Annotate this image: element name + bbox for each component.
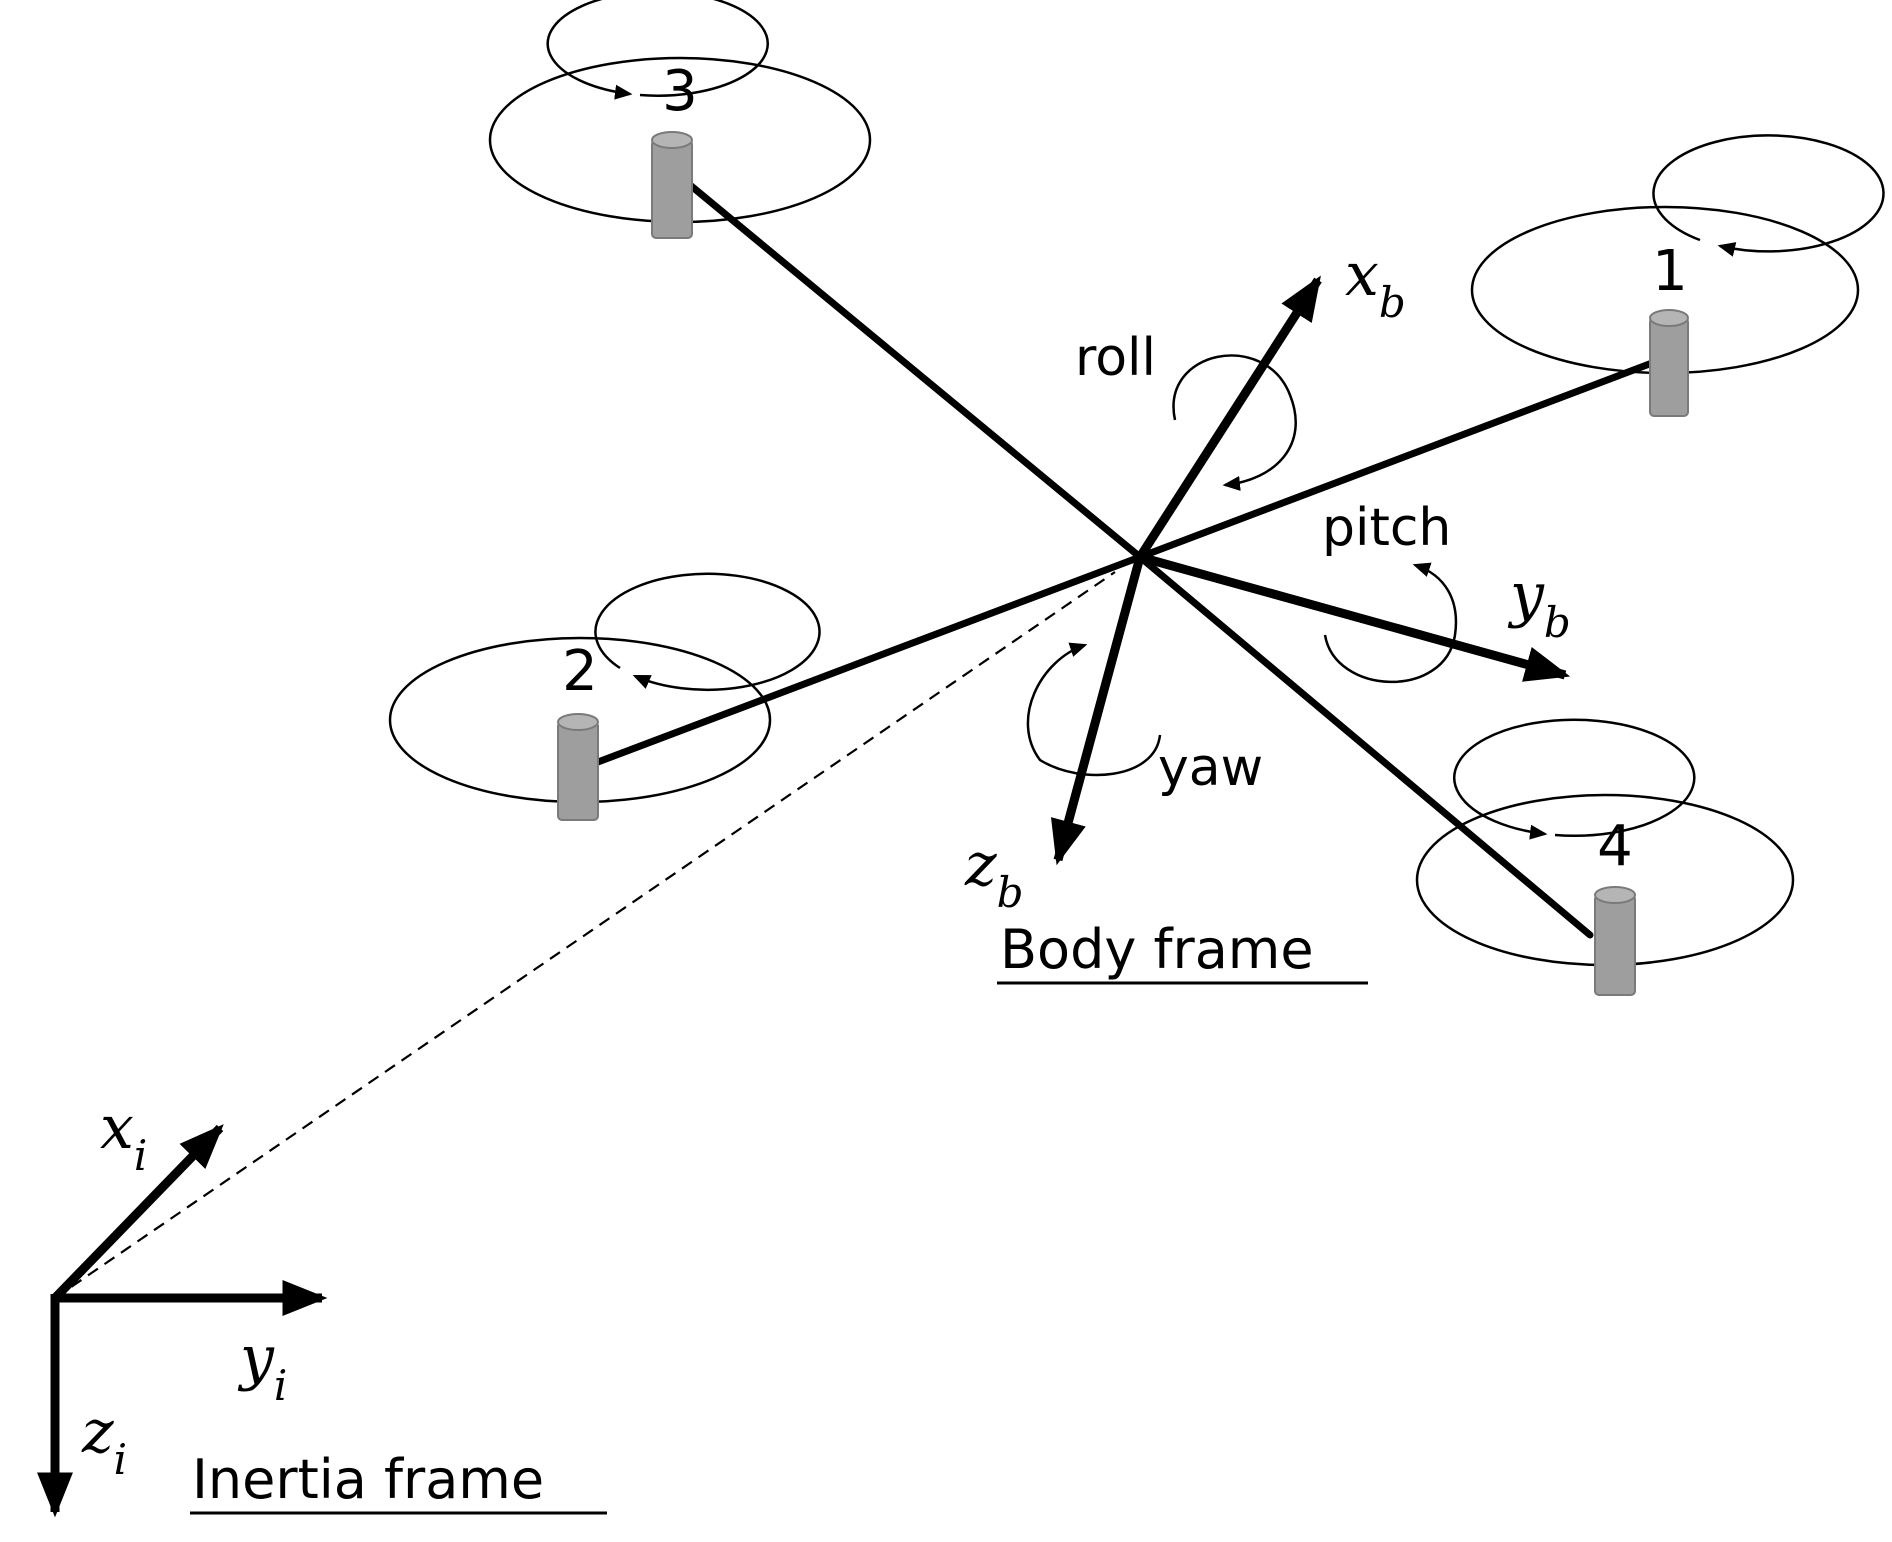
rotor-2: 2	[388, 572, 821, 821]
body-x-axis-label: xb	[1345, 240, 1406, 327]
yaw-label: yaw	[1158, 738, 1263, 798]
inertia-frame-title: Inertia frame	[192, 1448, 544, 1511]
motor-3-icon	[651, 131, 693, 239]
rotor-2-label: 2	[562, 639, 598, 704]
pitch-label: pitch	[1322, 498, 1451, 558]
body-y-axis-label: yb	[1507, 560, 1571, 647]
motor-1-icon	[1649, 309, 1689, 417]
rotor-4-label: 4	[1597, 814, 1633, 879]
position-vector	[54, 571, 1116, 1299]
motor-2-icon	[557, 713, 599, 821]
arm-rotor-1	[1136, 356, 1664, 561]
arm-rotor-2	[586, 553, 1144, 769]
rotor-1: 1	[1470, 134, 1885, 417]
rotor-1-spin-arrow	[1652, 134, 1885, 257]
body-x-axis-arrow	[1136, 275, 1322, 560]
body-axes	[1050, 275, 1571, 866]
body-frame-title: Body frame	[1000, 918, 1314, 981]
rotor-3-spin-arrow	[546, 0, 769, 100]
rotor-3-label: 3	[662, 59, 698, 124]
rotor-3: 3	[488, 0, 872, 239]
body-z-axis-label: zb	[964, 830, 1024, 917]
pitch-rotation-arrow	[1323, 562, 1458, 684]
inertia-y-axis-label: yi	[237, 1323, 287, 1410]
rotor-4-spin-arrow	[1453, 718, 1696, 840]
arm-rotor-3	[686, 181, 1144, 561]
inertia-axes	[37, 1124, 328, 1518]
yaw-rotation-arrow	[1026, 642, 1162, 777]
inertia-x-axis-arrow	[51, 1124, 224, 1302]
body-z-axis-arrow	[1050, 555, 1145, 866]
body-y-axis-arrow	[1138, 552, 1571, 682]
arms	[586, 181, 1664, 939]
rotor-4: 4	[1415, 718, 1795, 996]
inertia-z-axis-label: zi	[81, 1397, 127, 1484]
motor-4-icon	[1594, 886, 1636, 996]
arm-rotor-4	[1136, 553, 1594, 939]
rotor-2-spin-arrow	[594, 572, 821, 692]
inertia-x-axis-label: xi	[100, 1093, 147, 1180]
roll-label: roll	[1075, 328, 1156, 388]
rotor-1-label: 1	[1652, 239, 1688, 304]
roll-rotation-arrow	[1172, 354, 1297, 491]
